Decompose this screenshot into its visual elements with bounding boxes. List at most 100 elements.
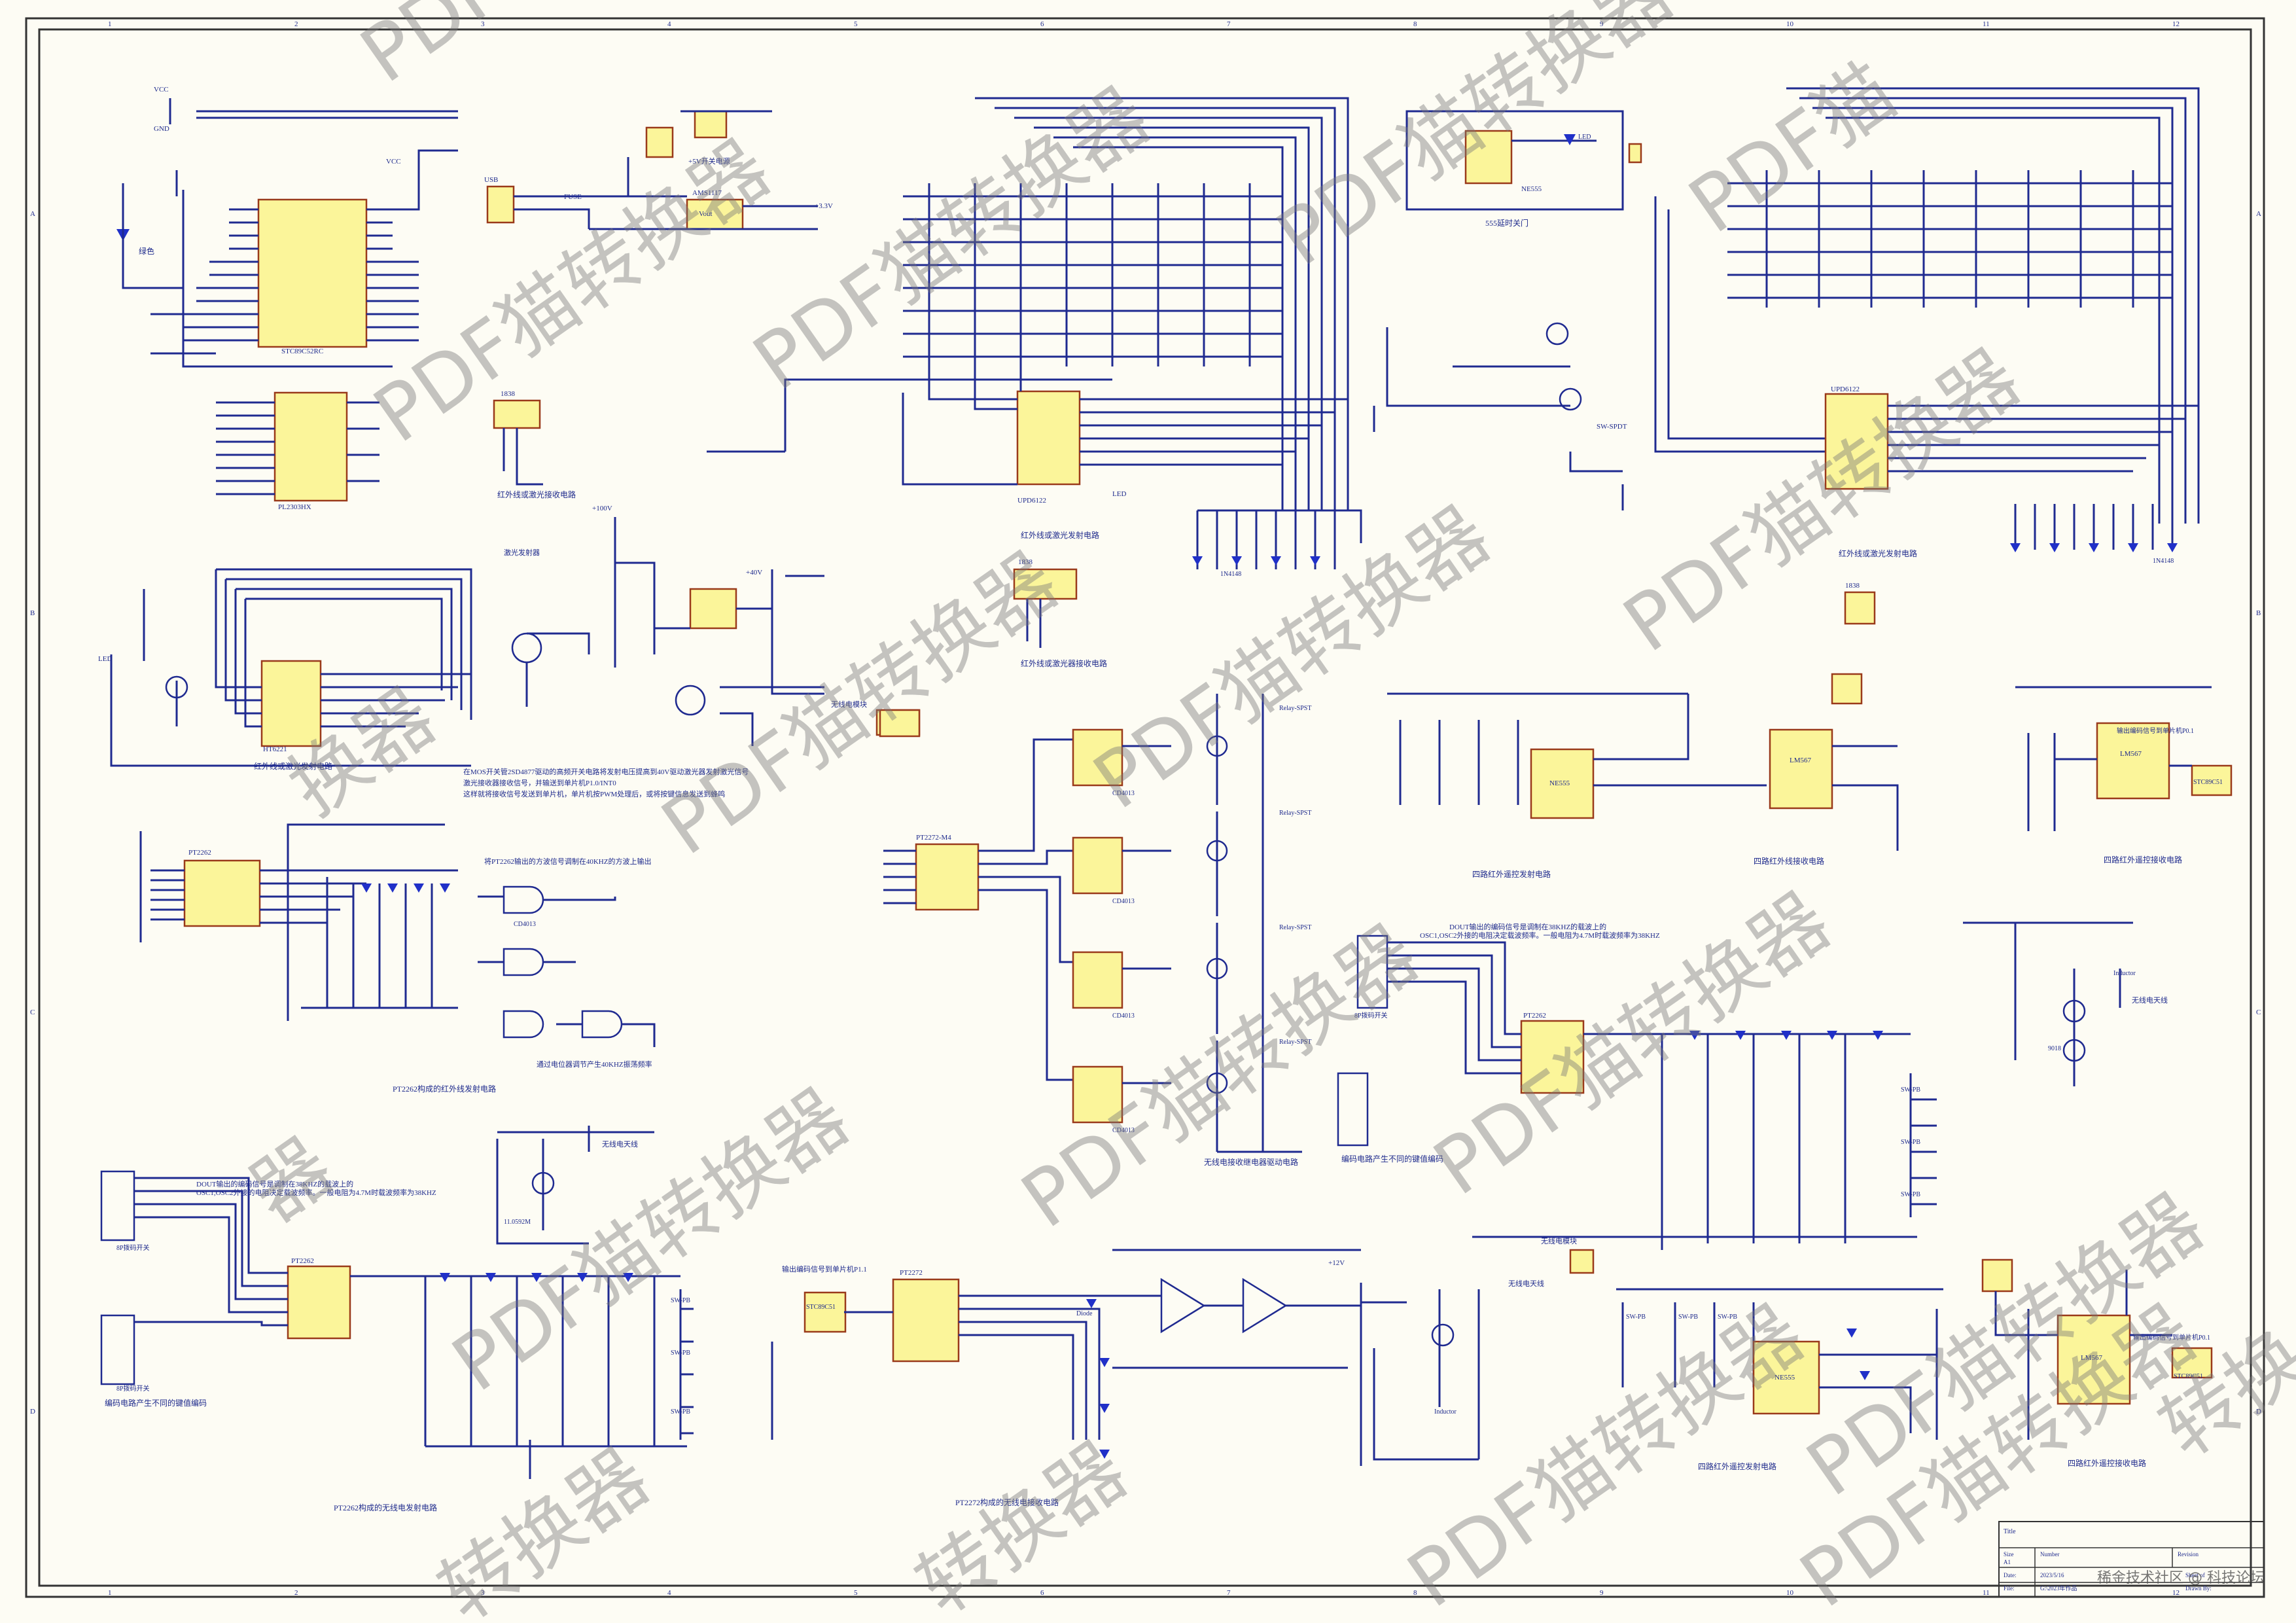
col-11-bottom: 11	[1983, 1589, 1990, 1597]
caption-pt2272-b: PT2272构成的无线电接收电路	[955, 1497, 1059, 1507]
dip-label-3: 8P拨码开关	[116, 1243, 150, 1252]
relay-4-label: Relay-SPST	[1279, 1039, 1311, 1046]
caption-pt2262-rf: PT2262构成的无线电发射电路	[334, 1503, 437, 1512]
key-ic-1	[1016, 390, 1081, 486]
ff-label-3: CD4013	[1112, 1012, 1135, 1020]
ff-label-2: CD4013	[1112, 898, 1135, 905]
tb-size: A1	[2004, 1559, 2011, 1565]
swpb-c2: SW-PB	[1678, 1313, 1698, 1321]
key-ic-2-label: UPD6122	[1831, 385, 1860, 393]
border-frame	[25, 17, 2265, 1598]
caption-ir-tx-2: 红外线或激光发射电路	[1839, 548, 1917, 558]
note-6: 通过电位器调节产生40KHZ振荡频率	[537, 1060, 652, 1069]
caption-4ch-tx-2: 四路红外遥控发射电路	[1698, 1461, 1776, 1471]
ne555-c-label: NE555	[1775, 1374, 1795, 1382]
caption-4ch-rx-2: 四路红外遥控接收电路	[2104, 855, 2182, 865]
opamp-1	[1160, 1277, 1206, 1334]
swpb-c3: SW-PB	[1718, 1313, 1737, 1321]
caption-4ch-tx: 四路红外遥控发射电路	[1472, 869, 1551, 879]
lm567-a-label: LM567	[1790, 757, 1812, 764]
key-matrix-2: UPD6122 红外线或激光发射电路 1N4148	[1654, 87, 2200, 565]
grid-markers: 1 2 3 4 5 6 7 8 9 10 11 12 1 2 3 4 5 6 7…	[30, 20, 2261, 1597]
and-gate-2	[503, 948, 544, 976]
rf-rx-transistor	[1431, 1323, 1455, 1347]
col-11: 11	[1983, 20, 1990, 28]
ne555-timer-label: NE555	[1521, 185, 1542, 193]
relay-2-label: Relay-SPST	[1279, 810, 1311, 817]
dip-switch-4	[100, 1314, 135, 1385]
rf-module-rx	[879, 709, 921, 738]
col-6: 6	[1040, 20, 1044, 28]
col-2-bottom: 2	[294, 1589, 298, 1597]
power-caption: +5V开关电源	[688, 156, 730, 166]
caption-4ch-rx: 四路红外线接收电路	[1754, 856, 1824, 866]
swpb-r1: SW-PB	[1901, 1086, 1920, 1094]
caption-pt2262-ir: PT2262构成的红外线发射电路	[393, 1084, 496, 1094]
d-strip-label: 1N4148	[1220, 571, 1241, 578]
inner-frame	[38, 28, 2252, 1587]
green-led-label: 绿色	[139, 246, 154, 256]
led-555-label: LED	[1578, 134, 1591, 141]
col-10: 10	[1786, 20, 1794, 28]
footer-watermark: 稀金技术社区 @ 科技论坛	[2097, 1570, 2265, 1586]
note-3: 这样就将接收信号发送到单片机，单片机按PWM处理后，或将按键信息发送到蜂鸣	[463, 789, 725, 798]
ant-label-3: 无线电天线	[1508, 1279, 1544, 1288]
diode-strip-1: 1N4148	[1192, 510, 1336, 578]
ff-label-4: CD4013	[1112, 1127, 1135, 1134]
vcc-label-1: VCC	[154, 86, 169, 94]
relay-1-label: Relay-SPST	[1279, 705, 1311, 712]
ht6221-chip	[260, 660, 322, 747]
lm567-c-chip	[2057, 1314, 2131, 1405]
ams1117-chip	[686, 198, 744, 230]
rx-1838-b-label: 1838	[1018, 558, 1033, 566]
col-3-bottom: 3	[481, 1589, 485, 1597]
swpb-c1: SW-PB	[1626, 1313, 1646, 1321]
row-b: B	[30, 609, 35, 617]
pt2272-rx-b: STC89C51 输出编码信号到单片机P1.1 PT2272 Diode PT2…	[771, 1249, 1361, 1507]
tb-size-label: Size	[2004, 1551, 2014, 1558]
col-4: 4	[667, 20, 671, 28]
dip-label-1: 8P拨码开关	[1354, 1011, 1388, 1020]
rf-rx-bottom: 无线电模块 无线电天线 Inductor	[1360, 1236, 1595, 1466]
col-9-bottom: 9	[1600, 1589, 1604, 1597]
mcu-label: STC89C52RC	[281, 348, 323, 355]
pt2272-b-chip	[892, 1278, 960, 1363]
pt2272-b-label: PT2272	[900, 1269, 923, 1277]
rx-1838-e	[1981, 1258, 2013, 1293]
transistor-q1	[1545, 322, 1569, 346]
pt2262-a-label: PT2262	[188, 849, 211, 857]
stc-a-label: STC89C51	[2193, 779, 2223, 786]
diode-b-label: Diode	[1076, 1310, 1093, 1317]
vcc-label-2: VCC	[386, 158, 401, 166]
ne555-timer	[1464, 130, 1513, 185]
laser-module	[689, 588, 737, 630]
pt2272-chip	[915, 843, 980, 911]
key-matrix-1: UPD6122 LED 红外线或激光发射电路	[707, 97, 1362, 543]
tb-number: Number	[2040, 1551, 2060, 1558]
four-ch-tx: NE555 LM567 四路红外遥控发射电路 四路红外线接收电路 LM567 S…	[1387, 582, 2233, 879]
row-a: A	[30, 210, 35, 218]
pt2262-c-label: PT2262	[1523, 1012, 1546, 1020]
tb-sheet: Sheet of	[2185, 1572, 2205, 1578]
row-c: C	[30, 1008, 35, 1016]
col-1: 1	[108, 20, 112, 28]
ne555-b-chip	[1530, 748, 1595, 819]
tb-title: Title	[2004, 1528, 2016, 1535]
pt2272-rx: PT2272-M4 CD4013 CD4013 CD4013 CD4013 Re…	[879, 694, 1311, 1167]
led-555-icon	[1564, 134, 1576, 145]
four-ch-bottom: SW-PB SW-PB SW-PB NE555 四路红外遥控发射电路 LM567…	[1616, 1258, 2213, 1471]
stc-b-chip	[804, 1291, 847, 1333]
dip-switch-2	[1337, 1072, 1369, 1147]
caption-relay: 无线电接收继电器驱动电路	[1204, 1157, 1298, 1167]
col-5: 5	[854, 20, 858, 28]
v12-label-1: +12V	[1328, 1259, 1345, 1267]
row-d: D	[30, 1408, 35, 1416]
caption-ir-rx-2: 红外线或激光器接收电路	[1021, 658, 1107, 668]
tb-date: 2023/5/16	[2040, 1572, 2064, 1578]
lm567-b-label: LM567	[2120, 750, 2142, 758]
col-5-bottom: 5	[854, 1589, 858, 1597]
tb-date-label: Date:	[2004, 1572, 2017, 1578]
ant-label-1: 无线电天线	[2132, 995, 2168, 1005]
ff-label-1: CD4013	[1112, 790, 1135, 797]
key-ic-2	[1824, 393, 1889, 490]
